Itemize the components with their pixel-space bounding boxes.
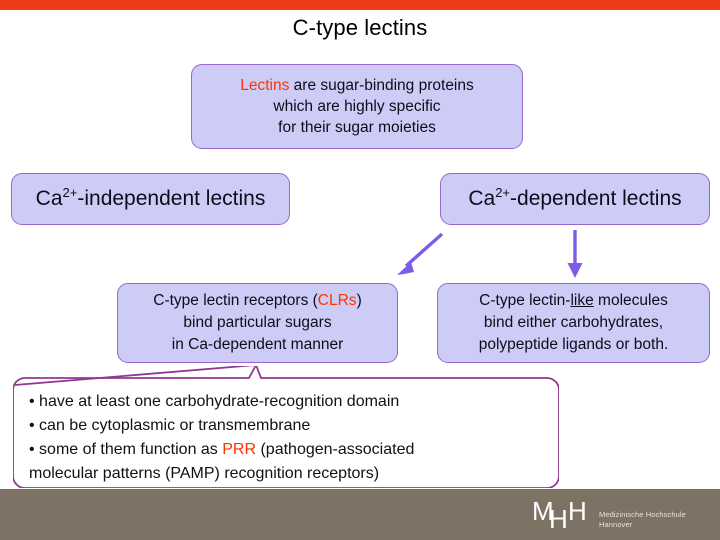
definition-box: Lectins are sugar-binding proteins which… (191, 64, 523, 149)
callout-bullet-3-post: (pathogen-associated (256, 441, 415, 458)
lectin-like-line-1: C-type lectin-like molecules (479, 290, 668, 312)
category-right-suffix: -dependent lectins (510, 187, 682, 210)
category-right-prefix: Ca (468, 187, 496, 210)
category-left-suffix: -independent lectins (77, 187, 266, 210)
lectin-like-line-1-pre: C-type lectin- (479, 292, 571, 309)
callout-bullet-2: • can be cytoplasmic or transmembrane (29, 417, 311, 434)
logo-letter-h-lower: H (549, 504, 568, 534)
page-title: C-type lectins (292, 15, 428, 40)
lectin-like-description-box: C-type lectin-like molecules bind either… (437, 283, 710, 363)
callout-bullet-1: • have at least one carbohydrate-recogni… (29, 393, 400, 410)
institution-name: Medizinische Hochschule Hannover (599, 510, 709, 530)
like-keyword: like (570, 292, 594, 309)
mhh-logo: M H H Medizinische Hochschule Hannover (532, 498, 712, 536)
callout-bullets-box: • have at least one carbohydrate-recogni… (12, 362, 560, 489)
category-box-ca-independent: Ca2+-independent lectins (11, 173, 290, 225)
clr-line-3: in Ca-dependent manner (171, 336, 344, 353)
category-left-label: Ca2+-independent lectins (36, 186, 266, 212)
callout-text-block: • have at least one carbohydrate-recogni… (29, 390, 545, 486)
definition-line-3: for their sugar moieties (278, 119, 436, 136)
definition-line-1-rest: are sugar-binding proteins (289, 77, 474, 94)
clr-line-2: bind particular sugars (183, 314, 332, 331)
lectin-like-line-1-post: molecules (593, 292, 668, 309)
category-box-ca-dependent: Ca2+-dependent lectins (440, 173, 710, 225)
clrs-keyword: CLRs (317, 292, 357, 309)
logo-letter-m: M (532, 496, 554, 526)
mhh-logo-mark-icon: M H H (532, 496, 594, 534)
arrow-diagonal-down-left-icon (397, 232, 444, 275)
arrow-down-icon (567, 230, 583, 278)
lectins-keyword: Lectins (240, 77, 290, 94)
institution-line-1: Medizinische Hochschule (599, 510, 686, 519)
definition-line-2: which are highly specific (273, 98, 441, 115)
category-left-prefix: Ca (35, 187, 63, 210)
category-left-superscript: 2+ (62, 185, 78, 200)
institution-line-2: Hannover (599, 520, 633, 529)
callout-shape (12, 362, 560, 489)
definition-line-1: Lectins are sugar-binding proteins (240, 75, 474, 96)
category-right-label: Ca2+-dependent lectins (468, 186, 681, 212)
top-accent-bar (0, 0, 720, 10)
clr-line-1: C-type lectin receptors (CLRs) (153, 290, 361, 312)
footer-bar (0, 489, 720, 540)
logo-letter-h-upper: H (568, 496, 587, 526)
prr-keyword: PRR (222, 441, 257, 458)
callout-bullet-3: • some of them function as PRR (pathogen… (29, 438, 545, 462)
lectin-like-line-2: bind either carbohydrates, (483, 314, 664, 331)
lectin-like-line-3: polypeptide ligands or both. (478, 336, 669, 353)
callout-bullet-3-pre: • some of them function as (29, 441, 223, 458)
clr-line-1-post: ) (356, 292, 362, 309)
clr-line-1-pre: C-type lectin receptors ( (153, 292, 318, 309)
category-right-superscript: 2+ (495, 185, 511, 200)
callout-bullet-4: molecular patterns (PAMP) recognition re… (29, 465, 380, 482)
clr-description-box: C-type lectin receptors (CLRs) bind part… (117, 283, 398, 363)
